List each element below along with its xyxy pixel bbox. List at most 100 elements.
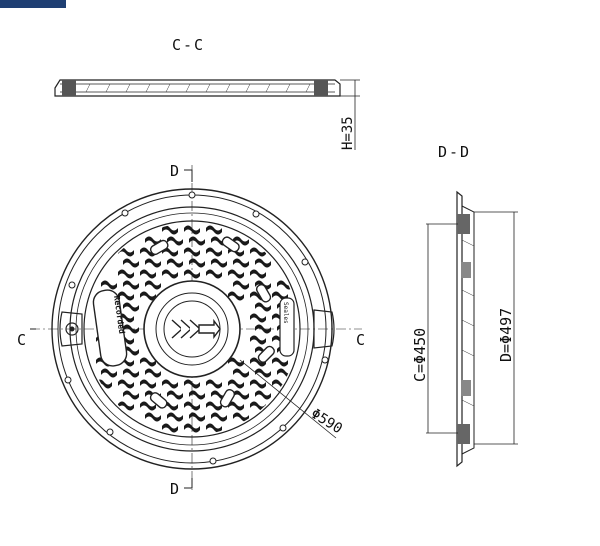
wave-rib-37 [140,291,156,301]
wave-rib-93 [206,401,222,411]
wave-rib-50 [123,324,139,334]
section-cc-left-lug [62,80,76,96]
wave-rib-14 [250,247,266,257]
wave-rib-102 [184,423,200,433]
wave-rib-28 [250,269,266,279]
wave-rib-100 [233,412,249,422]
wave-rib-51 [255,324,271,334]
c-diameter-dimension: C=Φ450 [411,223,458,434]
wave-rib-21 [255,258,271,268]
wave-rib-84 [167,390,183,400]
center-logo [143,280,241,378]
wave-rib-58 [123,346,139,356]
cut-marker-left: C [17,331,26,349]
wave-rib-4 [167,236,183,246]
wave-rib-19 [211,258,227,268]
wave-rib-16 [145,258,161,268]
wave-rib-2 [206,225,222,235]
wave-rib-17 [167,258,183,268]
rim-label-left: Recorded [92,289,128,367]
wave-rib-101 [162,423,178,433]
wave-rib-88 [255,390,271,400]
wave-rib-82 [123,390,139,400]
section-dd-title: D-D [438,143,471,161]
wave-rib-29 [101,280,117,290]
wave-rib-24 [162,269,178,279]
wave-rib-80 [250,379,266,389]
wave-rib-22 [118,269,134,279]
wave-rib-1 [184,225,200,235]
wave-rib-85 [189,390,205,400]
hinge-lug-left [59,311,83,347]
wave-rib-97 [167,412,183,422]
hinge-lug-right [313,309,335,349]
plan-view: D D C C [17,162,365,498]
outer-diameter-label: Φ590 [308,406,345,437]
wave-rib-36 [118,291,134,301]
wave-rib-26 [206,269,222,279]
wave-rib-89 [118,401,134,411]
height-dimension: H=35 [340,79,360,150]
wave-rib-30 [123,280,139,290]
rim-label-right-text: Seales [282,302,289,324]
wave-rib-32 [233,280,249,290]
wave-rib-25 [184,269,200,279]
wave-rib-55 [250,335,266,345]
wave-rib-70 [233,368,249,378]
d-diameter-label: D=Φ497 [497,308,515,362]
wave-rib-5 [189,236,205,246]
wave-rib-103 [206,423,222,433]
wave-rib-27 [228,269,244,279]
wave-rib-66 [272,357,288,367]
wave-rib-12 [206,247,222,257]
wave-rib-96 [145,412,161,422]
lid-slots [149,236,275,409]
frame-bolt-holes [64,191,329,465]
wave-rib-11 [184,247,200,257]
d-diameter-dimension: D=Φ497 [474,211,518,445]
wave-rib-75 [140,379,156,389]
wave-rib-76 [162,379,178,389]
wave-rib-43 [255,302,271,312]
wave-rib-98 [189,412,205,422]
wave-rib-99 [211,412,227,422]
wave-rib-92 [184,401,200,411]
wave-rib-79 [228,379,244,389]
wave-rib-0 [162,225,178,235]
wave-rib-31 [145,280,161,290]
c-diameter-label: C=Φ450 [411,328,429,382]
height-dimension-label: H=35 [340,116,356,150]
wave-rib-74 [118,379,134,389]
wave-rib-42 [123,302,139,312]
wave-rib-94 [228,401,244,411]
wave-rib-8 [118,247,134,257]
section-cc-right-lug [314,80,328,96]
wave-rib-71 [255,368,271,378]
wave-rib-18 [189,258,205,268]
wave-rib-67 [101,368,117,378]
section-cc-view: C-C H=35 [54,36,360,150]
header-accent-bar [0,0,66,8]
cut-marker-top: D [170,162,179,180]
wave-rib-64 [228,357,244,367]
wave-rib-95 [250,401,266,411]
wave-rib-63 [140,357,156,367]
wave-rib-10 [162,247,178,257]
section-cc-title: C-C [172,36,205,54]
arrow-logo-icon [171,318,221,340]
wave-rib-87 [233,390,249,400]
wave-rib-23 [140,269,156,279]
wave-rib-90 [140,401,156,411]
wave-rib-47 [250,313,266,323]
wave-rib-7 [233,236,249,246]
wave-rib-38 [228,291,244,301]
wave-rib-20 [233,258,249,268]
wave-rib-69 [145,368,161,378]
section-dd-view: D-D C=Φ450 D=Φ497 [411,143,518,468]
cut-marker-bottom: D [170,480,179,498]
wave-rib-9 [140,247,156,257]
wave-rib-15 [123,258,139,268]
rim-label-right: Seales [279,297,295,357]
wave-rib-78 [206,379,222,389]
